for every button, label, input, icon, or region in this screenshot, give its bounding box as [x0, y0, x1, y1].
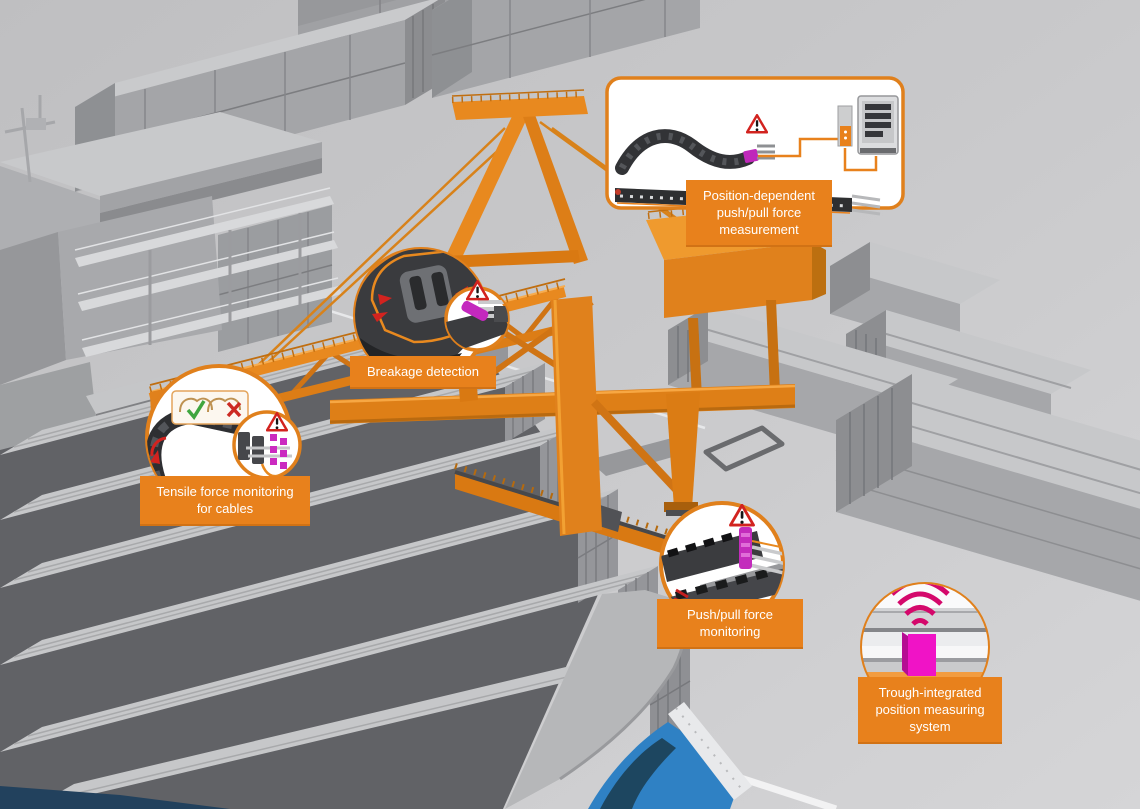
cross-icon: [226, 401, 242, 418]
quay-hatch-frame: [703, 425, 785, 472]
container-row: [431, 0, 700, 98]
container-row: [835, 374, 1140, 601]
magenta-sensor-icon: [739, 527, 752, 569]
tension-sensor-closeup: [238, 432, 292, 478]
deck-levels: [74, 187, 342, 357]
sensor-icon: [743, 149, 759, 163]
water-corner: [0, 786, 230, 809]
quay-patch: [588, 438, 690, 476]
ok-fail-inset: [171, 390, 249, 425]
label-trough-position: Trough-integrated position measuring sys…: [858, 677, 1002, 745]
junction-box: [840, 126, 851, 146]
magenta-sensor-icon: [270, 434, 287, 469]
label-tensile-monitoring: Tensile force monitoring for cables: [140, 476, 310, 527]
control-cabinet-icon: [857, 95, 899, 155]
callout-breakage-detection: [353, 247, 510, 383]
magenta-sensor-icon: [908, 634, 936, 676]
rear-leg: [591, 392, 700, 516]
callout-tensile-monitoring: [145, 364, 302, 512]
label-position-measurement: Position-dependent push/pull force measu…: [686, 180, 832, 248]
connection-lines: [758, 137, 878, 172]
a-frame: [444, 89, 588, 268]
mast: [4, 95, 56, 183]
callout-position-measurement: [605, 76, 905, 216]
ship-bow: [505, 590, 688, 809]
water-shadow: [600, 738, 676, 809]
sensor-closeup: [446, 300, 508, 350]
quay-edge: [668, 702, 752, 800]
check-icon: [186, 400, 206, 420]
label-pushpull-monitoring: Push/pull force monitoring: [657, 599, 803, 650]
magenta-lever-icon: [461, 300, 489, 321]
label-breakage-detection: Breakage detection: [350, 356, 496, 390]
ship-hull-and-water: [0, 590, 752, 809]
